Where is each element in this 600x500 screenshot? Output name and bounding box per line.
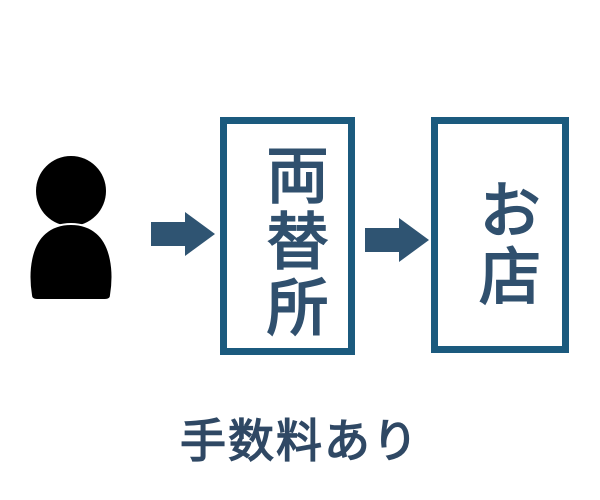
fee-caption: 手数料あり	[180, 414, 420, 468]
shop-box: お店	[431, 117, 569, 353]
arrow-right-icon	[151, 212, 215, 256]
person-head	[36, 156, 106, 226]
person-body	[28, 222, 114, 300]
exchange-label: 両替所	[255, 143, 329, 341]
person-icon	[28, 156, 114, 300]
shop-label: お店	[468, 178, 541, 310]
exchange-box: 両替所	[220, 117, 355, 355]
arrow-right-icon	[365, 218, 429, 262]
